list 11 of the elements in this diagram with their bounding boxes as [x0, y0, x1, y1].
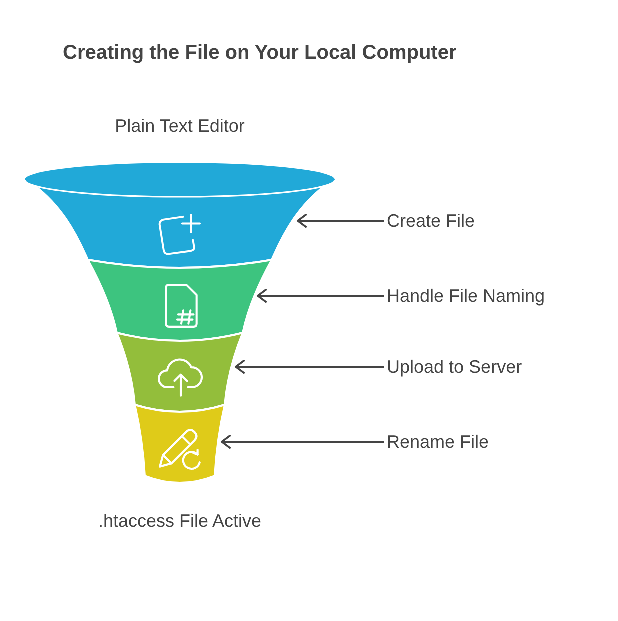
funnel-label: .htaccess File Active	[98, 510, 262, 532]
arrow	[235, 360, 384, 374]
arrow	[257, 289, 384, 303]
step-label: Create File	[387, 210, 476, 232]
step-label: Upload to Server	[387, 356, 522, 378]
step-label: Handle File Naming	[387, 285, 546, 307]
funnel-label: Plain Text Editor	[115, 115, 245, 137]
step-label: Rename File	[387, 431, 490, 453]
arrow	[297, 214, 384, 228]
arrow	[221, 435, 384, 449]
diagram-title: Creating the File on Your Local Computer	[63, 41, 457, 66]
